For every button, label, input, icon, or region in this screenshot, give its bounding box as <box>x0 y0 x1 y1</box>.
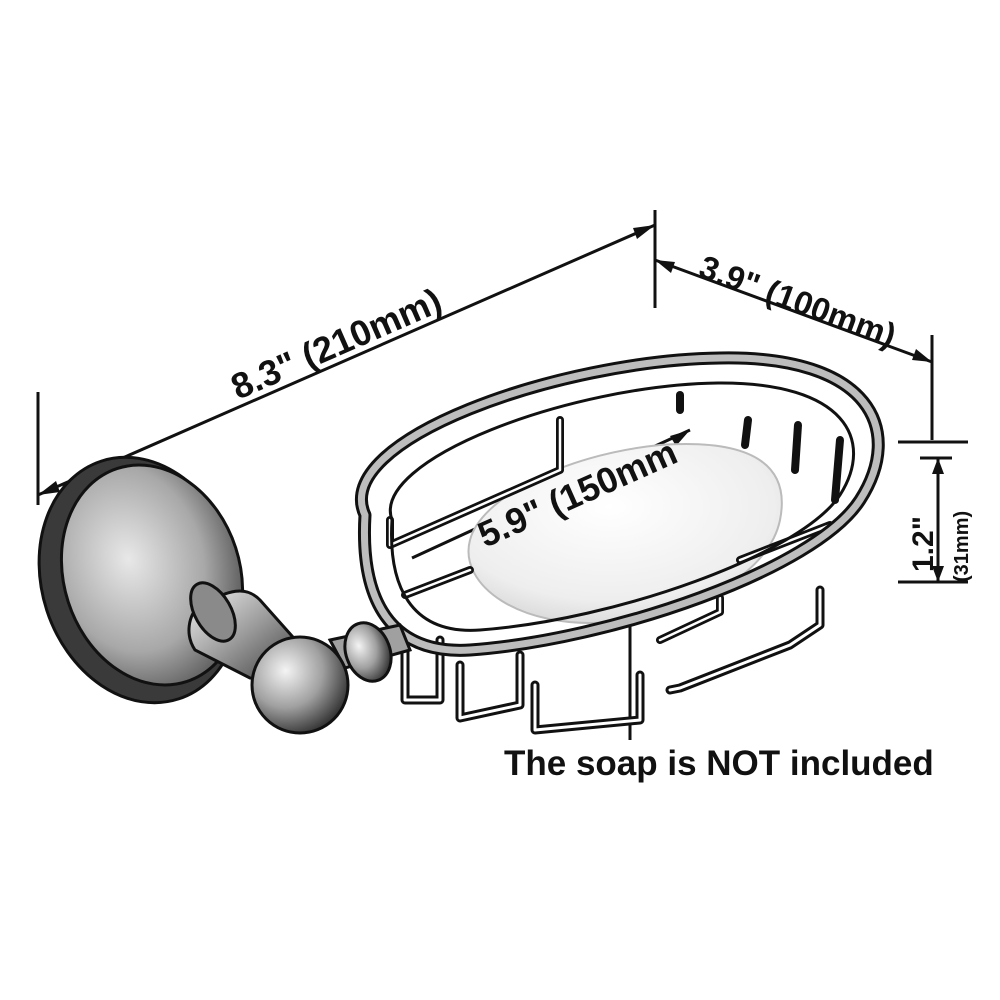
basket-front-wires-highlight <box>403 588 822 732</box>
height-label: 1.2" <box>907 516 940 572</box>
overall-length-arrow-right <box>633 225 655 239</box>
basket-rim-highlight <box>358 354 882 654</box>
depth-arrow-right <box>912 349 932 362</box>
basket-rim-inner <box>388 381 855 632</box>
height-arrow-bottom <box>932 566 944 582</box>
mount-stem-ring <box>189 581 237 643</box>
depth-label: 3.9" (100mm) <box>695 248 902 354</box>
overall-length-label: 8.3" (210mm) <box>225 280 448 408</box>
soap-not-included-note: The soap is NOT included <box>504 744 934 783</box>
basket-mid-wires-highlight <box>388 418 832 642</box>
mount-knob <box>250 635 350 735</box>
wall-mount <box>37 455 413 735</box>
depth-line <box>654 258 933 364</box>
basket-length-arrow-right <box>670 430 690 446</box>
soap-basket <box>355 351 885 735</box>
mount-arm-collar <box>343 621 393 683</box>
height-metric-label: (31mm) <box>951 511 973 582</box>
overall-length-arrow-left <box>38 481 60 495</box>
height-arrow-top <box>932 458 944 474</box>
overall-length-line <box>37 223 656 497</box>
depth-arrow-left <box>655 260 675 273</box>
